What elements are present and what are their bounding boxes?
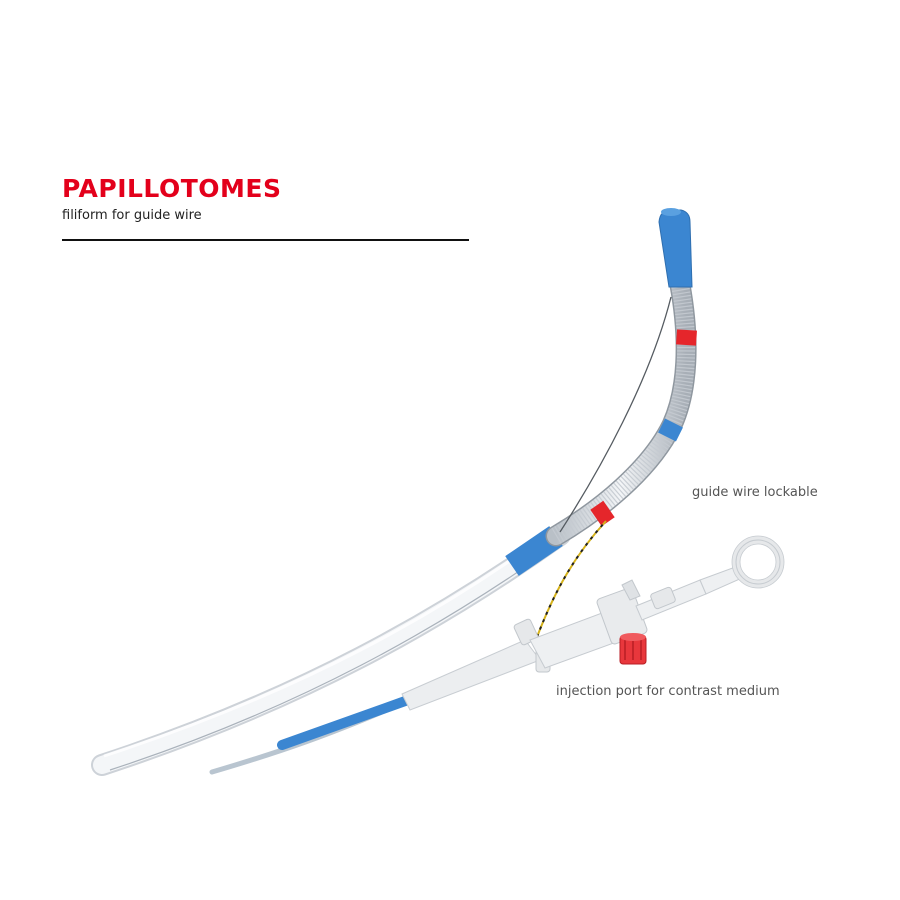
page-title: PAPILLOTOMES [62,174,282,203]
callout-injection-port: injection port for contrast medium [556,684,780,699]
tip-marker-red-lower [590,500,615,527]
thumb-ring [731,535,785,589]
page-subtitle: filiform for guide wire [62,208,202,223]
title-divider [62,239,469,241]
callout-guide-wire: guide wire lockable [692,485,818,500]
coiled-tip [545,274,697,547]
distal-tip-blue [658,208,693,288]
handle-assembly [401,535,785,711]
injection-port-red [619,633,647,665]
catheter-shaft [91,524,571,776]
cutting-wire [559,296,672,533]
tip-marker-red-upper [676,329,697,346]
tip-marker-blue [658,418,683,442]
injection-tube [209,695,413,775]
